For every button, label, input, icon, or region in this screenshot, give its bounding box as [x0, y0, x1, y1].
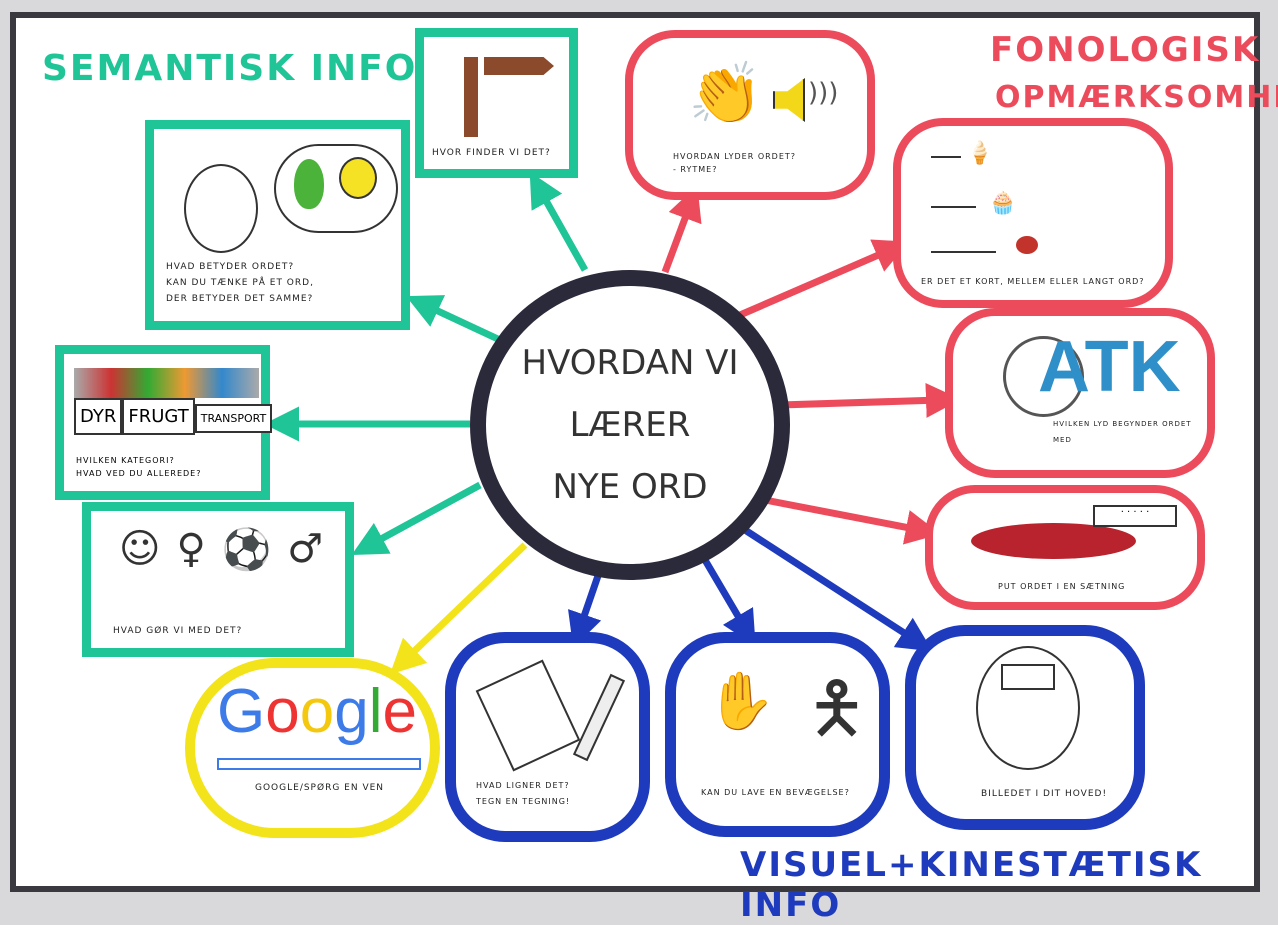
lightbulb-icon — [339, 157, 377, 199]
lips-icon — [971, 523, 1136, 559]
category-line2: HVAD VED DU ALLEREDE? — [76, 469, 202, 478]
category-line1: HVILKEN KATEGORI? — [76, 456, 175, 465]
google-caption: GOOGLE/SPØRG EN VEN — [255, 783, 385, 793]
items-pile-icon — [74, 368, 259, 398]
arrow-picture — [743, 527, 933, 652]
move-text: KAN DU LAVE EN BEVÆGELSE? — [701, 788, 850, 797]
box-picture: BILLEDET I DIT HOVED! — [905, 625, 1145, 830]
ice-cream-icon: 🍦 — [966, 141, 994, 166]
arrow-use — [351, 481, 482, 556]
long-line-icon — [931, 251, 996, 253]
sound-waves-icon: ))) — [808, 78, 839, 108]
cloud-atk: ATK HVILKEN LYD BEGYNDER ORDET MED — [945, 308, 1215, 478]
category-dyr: DYR — [74, 398, 123, 435]
cupcake-icon: 🧁 — [989, 191, 1017, 216]
speech-bubble-icon: · · · · · — [1093, 505, 1177, 527]
box-move: ✋ 🯅 KAN DU LAVE EN BEVÆGELSE? — [665, 632, 890, 837]
category-text: HVILKEN KATEGORI? HVAD VED DU ALLEREDE? — [76, 454, 201, 480]
thought-cloud-icon — [274, 144, 398, 233]
header-semantic: SEMANTISK INFO — [42, 48, 418, 89]
meaning-line2: KAN DU TÆNKE PÅ ET ORD, — [166, 278, 314, 288]
sound-line2: - RYTME? — [673, 165, 718, 174]
pencil-icon — [572, 673, 626, 762]
ladybug-icon — [1016, 236, 1038, 254]
header-phono-line1: FONOLOGISK — [990, 30, 1261, 70]
sound-text: HVORDAN LYDER ORDET? - RYTME? — [673, 150, 796, 176]
clapping-hands-icon: 👏 — [688, 59, 763, 129]
category-transport: TRANSPORT — [194, 404, 273, 433]
arrow-where — [529, 171, 589, 272]
stick-figure-icon: 🯅 — [806, 667, 868, 749]
search-bar-icon — [217, 758, 421, 770]
cloud-sentence: · · · · · PUT ORDET I EN SÆTNING — [925, 485, 1205, 610]
box-meaning: HVAD BETYDER ORDET? KAN DU TÆNKE PÅ ET O… — [145, 120, 410, 330]
mental-picture-icon — [1001, 664, 1055, 690]
speaker-icon — [773, 78, 805, 122]
center-line1: HVORDAN VI — [521, 343, 739, 383]
atk-letters: ATK — [1038, 327, 1181, 407]
arrow-sound — [661, 185, 702, 274]
arrow-atk — [779, 382, 961, 418]
arrow-meaning — [405, 295, 502, 344]
arrow-google — [389, 542, 528, 675]
arrow-sentence — [764, 496, 941, 545]
medium-line-icon — [931, 206, 976, 208]
box-google: Google GOOGLE/SPØRG EN VEN — [185, 658, 440, 838]
sentence-text: PUT ORDET I EN SÆTNING — [998, 582, 1126, 591]
draw-text: HVAD LIGNER DET? TEGN EN TEGNING! — [476, 778, 570, 810]
center-topic: HVORDAN VI LÆRER NYE ORD — [470, 270, 790, 580]
stick-figures-icon: ☺♀⚽♂ — [118, 526, 324, 573]
box-where: HVOR FINDER VI DET? — [415, 28, 578, 178]
paper-icon — [475, 659, 581, 772]
sound-line1: HVORDAN LYDER ORDET? — [673, 152, 797, 161]
arrow-move — [701, 558, 756, 647]
cloud-length: 🍦 🧁 ER DET ET KORT, MELLEM ELLER LANGT O… — [893, 118, 1173, 308]
arrow-length — [738, 239, 910, 319]
category-frugt: FRUGT — [122, 398, 195, 435]
arrow-draw — [568, 568, 604, 648]
length-text: ER DET ET KORT, MELLEM ELLER LANGT ORD? — [921, 277, 1145, 286]
signpost-icon — [464, 57, 478, 137]
meaning-line3: DER BETYDER DET SAMME? — [166, 294, 314, 304]
picture-text: BILLEDET I DIT HOVED! — [981, 789, 1108, 799]
header-visual: VISUEL+KINESTÆTISK INFO — [740, 845, 1203, 925]
magnifier-icon — [1003, 336, 1084, 417]
google-logo: Google — [217, 677, 417, 746]
center-line2: LÆRER — [569, 405, 691, 445]
sign-arrow-icon — [484, 57, 554, 75]
meaning-line1: HVAD BETYDER ORDET? — [166, 262, 295, 272]
header-phono-line2: OPMÆRKSOMHED — [995, 80, 1278, 115]
where-text: HVOR FINDER VI DET? — [432, 148, 551, 158]
box-use: ☺♀⚽♂ HVAD GØR VI MED DET? — [82, 502, 354, 657]
hands-icon: ✋ — [706, 669, 776, 734]
use-text: HVAD GØR VI MED DET? — [113, 626, 243, 636]
face-icon — [184, 164, 258, 253]
draw-line1: HVAD LIGNER DET? — [476, 781, 570, 790]
cloud-sound: 👏 ))) HVORDAN LYDER ORDET? - RYTME? — [625, 30, 875, 200]
box-draw: HVAD LIGNER DET? TEGN EN TEGNING! — [445, 632, 650, 842]
pear-icon — [294, 159, 324, 209]
head-icon — [976, 646, 1080, 770]
meaning-text: HVAD BETYDER ORDET? KAN DU TÆNKE PÅ ET O… — [166, 259, 314, 307]
center-line3: NYE ORD — [552, 467, 708, 507]
atk-text: HVILKEN LYD BEGYNDER ORDET MED — [1053, 420, 1192, 444]
draw-line2: TEGN EN TEGNING! — [476, 797, 571, 806]
short-line-icon — [931, 156, 961, 158]
